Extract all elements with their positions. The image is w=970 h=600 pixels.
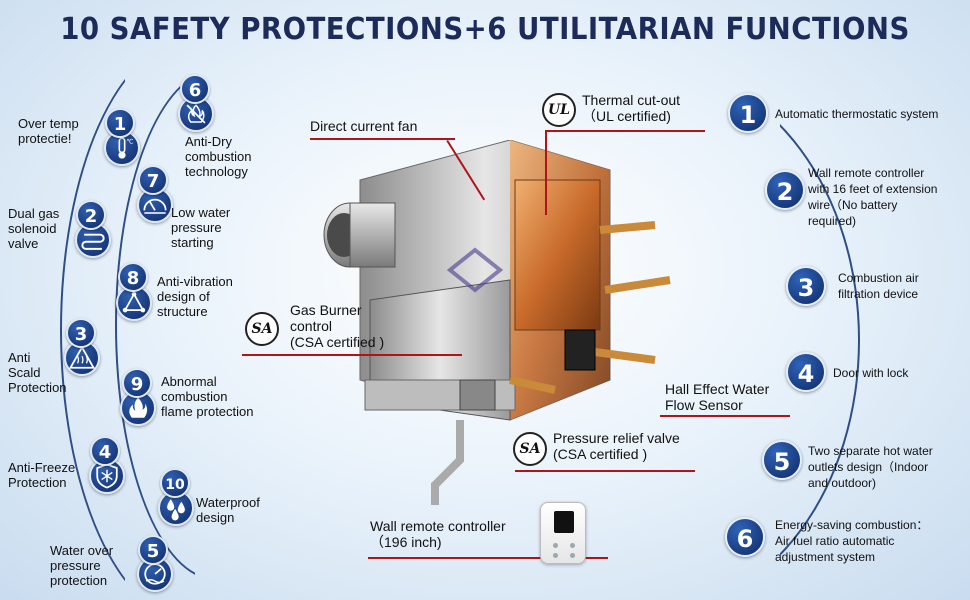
csa-certification-mark-2: SA: [513, 432, 547, 466]
svg-text:℃: ℃: [126, 139, 133, 146]
callout-pressure-relief: Pressure relief valve (CSA certified ): [553, 430, 680, 462]
callout-wall-remote: Wall remote controller （196 inch): [370, 518, 506, 550]
safety-label-8: Anti-vibration design of structure: [157, 274, 233, 319]
safety-badge-10: 10: [160, 468, 190, 498]
safety-label-6: Anti-Dry combustion technology: [185, 134, 252, 179]
function-badge-1: 1: [728, 93, 768, 133]
safety-label-4: Anti-Freeze Protection: [8, 460, 76, 490]
water-heater-illustration: [323, 140, 671, 505]
function-badge-2: 2: [765, 170, 805, 210]
function-badge-4: 4: [786, 352, 826, 392]
function-label-4: Door with lock: [833, 366, 909, 380]
function-badge-5: 5: [762, 440, 802, 480]
safety-badge-6: 6: [180, 74, 210, 104]
safety-badge-5: 5: [138, 535, 168, 565]
function-badge-3: 3: [786, 266, 826, 306]
safety-badge-2: 2: [76, 200, 106, 230]
safety-label-2: Dual gas solenoid valve: [8, 206, 60, 251]
callout-thermal-line: [545, 130, 705, 132]
safety-label-9: Abnormal combustion flame protection: [161, 374, 254, 419]
callout-thermal-vline: [545, 130, 547, 215]
safety-badge-7: 7: [138, 165, 168, 195]
water-drops-icon: [158, 490, 194, 526]
triangle-nodes-icon: [116, 285, 152, 321]
safety-label-5: Water over pressure protection: [50, 543, 114, 588]
function-label-3: Combustion air filtration device: [838, 271, 919, 301]
safety-badge-3: 3: [66, 318, 96, 348]
function-label-5: Two separate hot water outlets design（In…: [808, 444, 933, 490]
safety-badge-4: 4: [90, 436, 120, 466]
callout-hall-sensor-line: [660, 415, 790, 417]
callout-gas-burner: Gas Burner control (CSA certified ): [290, 302, 385, 350]
page-title: 10 SAFETY PROTECTIONS+6 UTILITARIAN FUNC…: [60, 12, 910, 47]
function-label-1: Automatic thermostatic system: [775, 107, 939, 121]
function-badge-6: 6: [725, 517, 765, 557]
function-label-6: Energy-saving combustion： Air fuel ratio…: [775, 518, 929, 564]
callout-hall-sensor: Hall Effect Water Flow Sensor: [665, 381, 770, 413]
callout-wall-remote-line: [368, 557, 608, 559]
safety-label-7: Low water pressure starting: [171, 205, 231, 250]
callout-gas-burner-line: [242, 354, 462, 356]
ul-certification-mark: UL: [542, 93, 576, 127]
safety-badge-9: 9: [122, 368, 152, 398]
safety-badge-8: 8: [118, 262, 148, 292]
callout-pressure-line: [515, 470, 695, 472]
safety-label-3: Anti Scald Protection: [8, 350, 67, 395]
safety-label-10: Waterproof design: [196, 495, 260, 525]
callout-thermal-cutout: Thermal cut-out （UL certified): [582, 92, 681, 124]
wall-remote-controller-image: [540, 502, 586, 564]
callout-direct-fan: Direct current fan: [310, 118, 418, 134]
safety-badge-1: 1: [105, 108, 135, 138]
csa-certification-mark: SA: [245, 312, 279, 346]
safety-label-1: Over temp protectie!: [18, 116, 79, 146]
function-label-2: Wall remote controller with 16 feet of e…: [808, 166, 938, 228]
callout-direct-fan-line: [310, 138, 455, 140]
